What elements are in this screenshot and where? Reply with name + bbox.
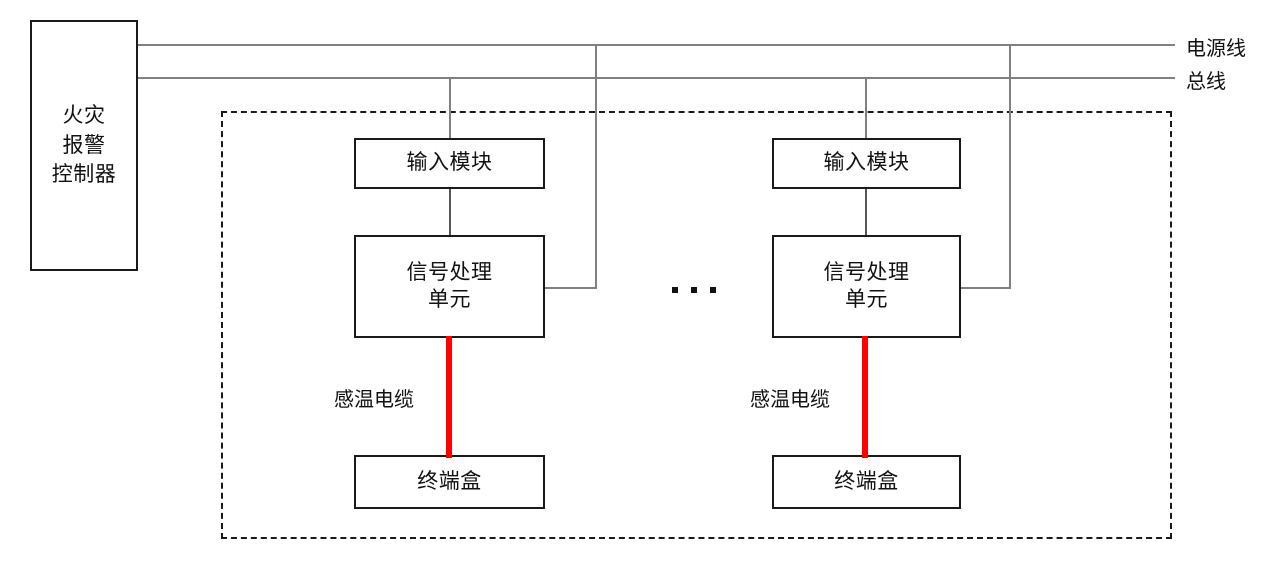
signal-processing-unit-label-1: 信号处理 单元 — [406, 260, 493, 311]
signal-processing-unit-box-1[interactable]: 信号处理 单元 — [354, 235, 545, 338]
ellipsis-icon — [672, 278, 716, 302]
module-link-group-2 — [865, 188, 867, 236]
power-line-label: 电源线 — [1186, 38, 1246, 60]
heat-sensing-cable-label-1: 感温电缆 — [334, 389, 414, 411]
heat-sensing-cable-group-2 — [862, 336, 868, 458]
input-module-box-1[interactable]: 输入模块 — [354, 138, 545, 189]
input-module-box-2[interactable]: 输入模块 — [772, 138, 961, 189]
heat-sensing-cable-group-1 — [446, 336, 452, 458]
power-drop-group-1 — [595, 44, 597, 288]
dashed-enclosure-boundary — [221, 111, 1172, 539]
module-link-group-1 — [449, 188, 451, 236]
heat-sensing-cable-label-2: 感温电缆 — [750, 389, 830, 411]
power-stub-group-2 — [960, 287, 1011, 289]
bus-line-horizontal — [137, 77, 1175, 79]
input-module-label-2: 输入模块 — [823, 151, 910, 175]
power-line-horizontal — [137, 44, 1175, 46]
bus-line-label: 总线 — [1186, 71, 1226, 93]
power-drop-group-2 — [1009, 44, 1011, 288]
terminal-box-label-1: 终端盒 — [417, 469, 482, 493]
terminal-box-2[interactable]: 终端盒 — [772, 455, 961, 509]
bus-drop-group-1 — [449, 77, 451, 138]
power-stub-group-1 — [545, 287, 597, 289]
terminal-box-1[interactable]: 终端盒 — [354, 455, 545, 509]
bus-drop-group-2 — [865, 77, 867, 138]
input-module-label-1: 输入模块 — [406, 151, 493, 175]
fire-alarm-controller-label: 火灾 报警 控制器 — [51, 103, 117, 187]
terminal-box-label-2: 终端盒 — [834, 469, 899, 493]
fire-alarm-controller-box[interactable]: 火灾 报警 控制器 — [30, 20, 138, 271]
signal-processing-unit-label-2: 信号处理 单元 — [823, 260, 910, 311]
signal-processing-unit-box-2[interactable]: 信号处理 单元 — [772, 235, 961, 338]
